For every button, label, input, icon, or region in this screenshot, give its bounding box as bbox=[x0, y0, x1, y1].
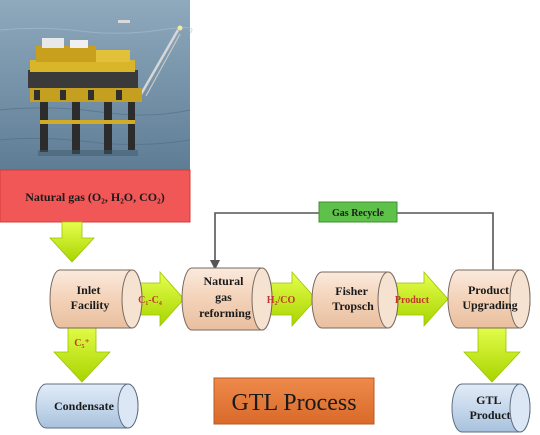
gtl-label-1: GTL bbox=[476, 393, 501, 407]
arrow-upgrading-to-gtl bbox=[463, 324, 521, 383]
fisher-label-2: Tropsch bbox=[332, 299, 374, 313]
stream-label-c5plus: C₅⁺ bbox=[74, 338, 90, 349]
arrow-inlet-to-condensate bbox=[53, 321, 111, 383]
arrow-gas-to-inlet bbox=[49, 221, 95, 263]
svg-text:Natural gas reform: Natural gas reforming bbox=[199, 274, 251, 320]
fisher-tropsch-unit: Fisher Tropsch bbox=[311, 271, 399, 329]
inlet-label-1: Inlet bbox=[77, 283, 101, 297]
svg-text:Inlet Facility: Inlet Facility bbox=[71, 283, 110, 312]
gas-recycle-loop: Gas Recycle bbox=[210, 201, 494, 272]
stream-label-product: Product bbox=[395, 295, 430, 306]
reforming-label-3: reforming bbox=[199, 306, 251, 320]
gas-recycle-label: Gas Recycle bbox=[332, 208, 384, 219]
reforming-unit: Natural gas reforming bbox=[181, 267, 273, 331]
fisher-label-1: Fisher bbox=[335, 284, 368, 298]
title-box: GTL Process bbox=[213, 377, 375, 425]
reforming-label-2: gas bbox=[215, 290, 232, 304]
stream-label-h2co: H₂/CO bbox=[267, 295, 296, 306]
svg-text:Fisher Tropsch: Fisher Tropsch bbox=[332, 284, 374, 313]
condensate-label: Condensate bbox=[54, 399, 115, 413]
gtl-label-2: Product bbox=[469, 408, 510, 422]
reforming-label-1: Natural bbox=[204, 274, 245, 288]
natural-gas-box: Natural gas (O₂, H₂O, CO₂) bbox=[0, 169, 191, 223]
stream-label-c1c4: C₁-C₄ bbox=[138, 295, 162, 306]
gtl-product-unit: GTL Product bbox=[451, 383, 531, 433]
svg-text:Product Upgrading: Product Upgrading bbox=[462, 283, 517, 312]
inlet-label-2: Facility bbox=[71, 298, 110, 312]
condensate-unit: Condensate bbox=[35, 383, 139, 429]
natural-gas-label: Natural gas (O₂, H₂O, CO₂) bbox=[25, 190, 164, 204]
svg-text:GTL Product: GTL Product bbox=[469, 393, 510, 422]
offshore-platform-photo bbox=[0, 0, 193, 170]
inlet-facility-unit: Inlet Facility bbox=[49, 269, 143, 329]
upgrading-label-1: Product bbox=[468, 283, 509, 297]
diagram-title: GTL Process bbox=[231, 390, 356, 416]
product-upgrading-unit: Product Upgrading bbox=[447, 269, 531, 329]
upgrading-label-2: Upgrading bbox=[462, 298, 517, 312]
